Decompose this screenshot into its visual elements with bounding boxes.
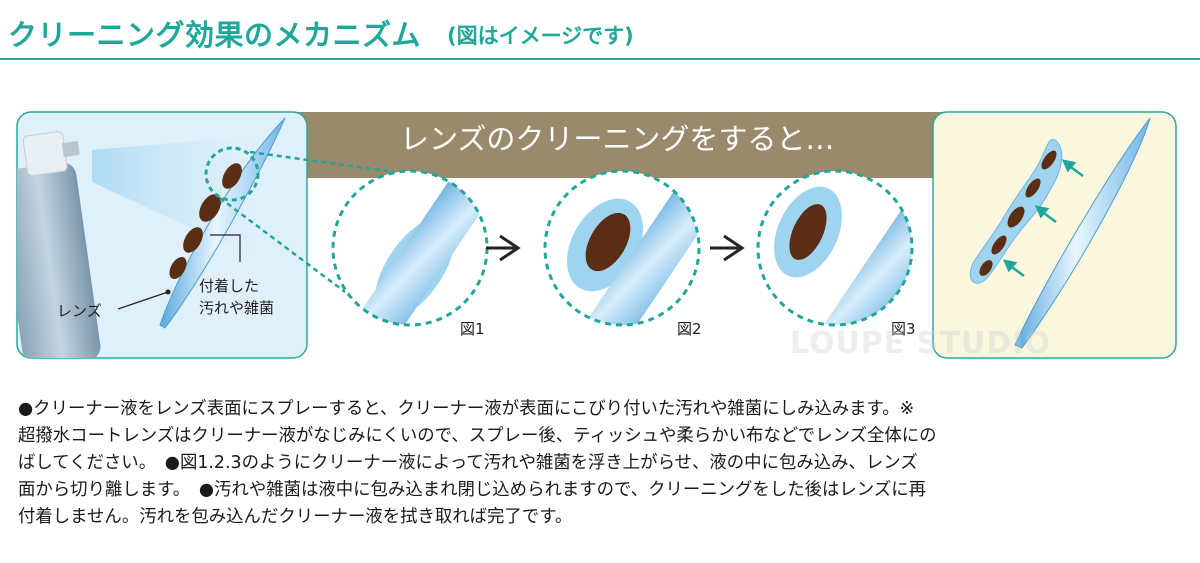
description-line: 超撥水コートレンズはクリーナー液がなじみにくいので、スプレー後、ティッシュや柔ら…	[18, 426, 937, 446]
watermark: LOUPE STUDIO	[790, 326, 1051, 361]
description-line: 面から切り離します。 ●汚れや雑菌は液中に包み込まれ閉じ込められますので、クリー…	[18, 480, 927, 500]
label-lens: レンズ	[57, 302, 102, 320]
description-line: ばしてください。 ●図1.2.3のようにクリーナー液によって汚れや雑菌を浮き上が…	[18, 453, 918, 473]
page-title: クリーニング効果のメカニズム	[8, 18, 422, 52]
description-line: 付着しません。汚れを包み込んだクリーナー液を拭き取れば完了です。	[18, 507, 573, 527]
header-rule	[0, 58, 1200, 60]
figure-2-label: 図2	[677, 320, 702, 338]
arrow-1	[499, 234, 521, 262]
figure-3-label: 図3	[891, 320, 916, 338]
label-attached-line1: 付着した	[199, 277, 260, 295]
lift-arrows	[1002, 159, 1084, 278]
description-text: ●クリーナー液をレンズ表面にスプレーすると、クリーナー液が表面にこびり付いた汚れ…	[18, 396, 1188, 531]
header: クリーニング効果のメカニズム (図はイメージです)	[0, 0, 1200, 60]
banner-text: レンズのクリーニングをすると…	[400, 122, 835, 156]
description-line: ●クリーナー液をレンズ表面にスプレーすると、クリーナー液が表面にこびり付いた汚れ…	[18, 399, 915, 419]
lens-right	[1014, 117, 1151, 349]
arrow-2	[723, 234, 745, 262]
banner-arrow	[296, 112, 985, 178]
label-attached-line2: 汚れや雑菌	[199, 299, 275, 317]
label-attached-grime: 付着した 汚れや雑菌	[199, 275, 274, 319]
mechanism-diagram: レンズのクリーニングをすると… レンズ 付着した 汚れや雑菌 図1 図2 図3 …	[0, 100, 1200, 370]
figure-1-label: 図1	[460, 320, 485, 338]
page-subtitle: (図はイメージです)	[447, 24, 634, 48]
spray-can	[17, 162, 101, 358]
diagram-graphic	[16, 111, 1177, 359]
